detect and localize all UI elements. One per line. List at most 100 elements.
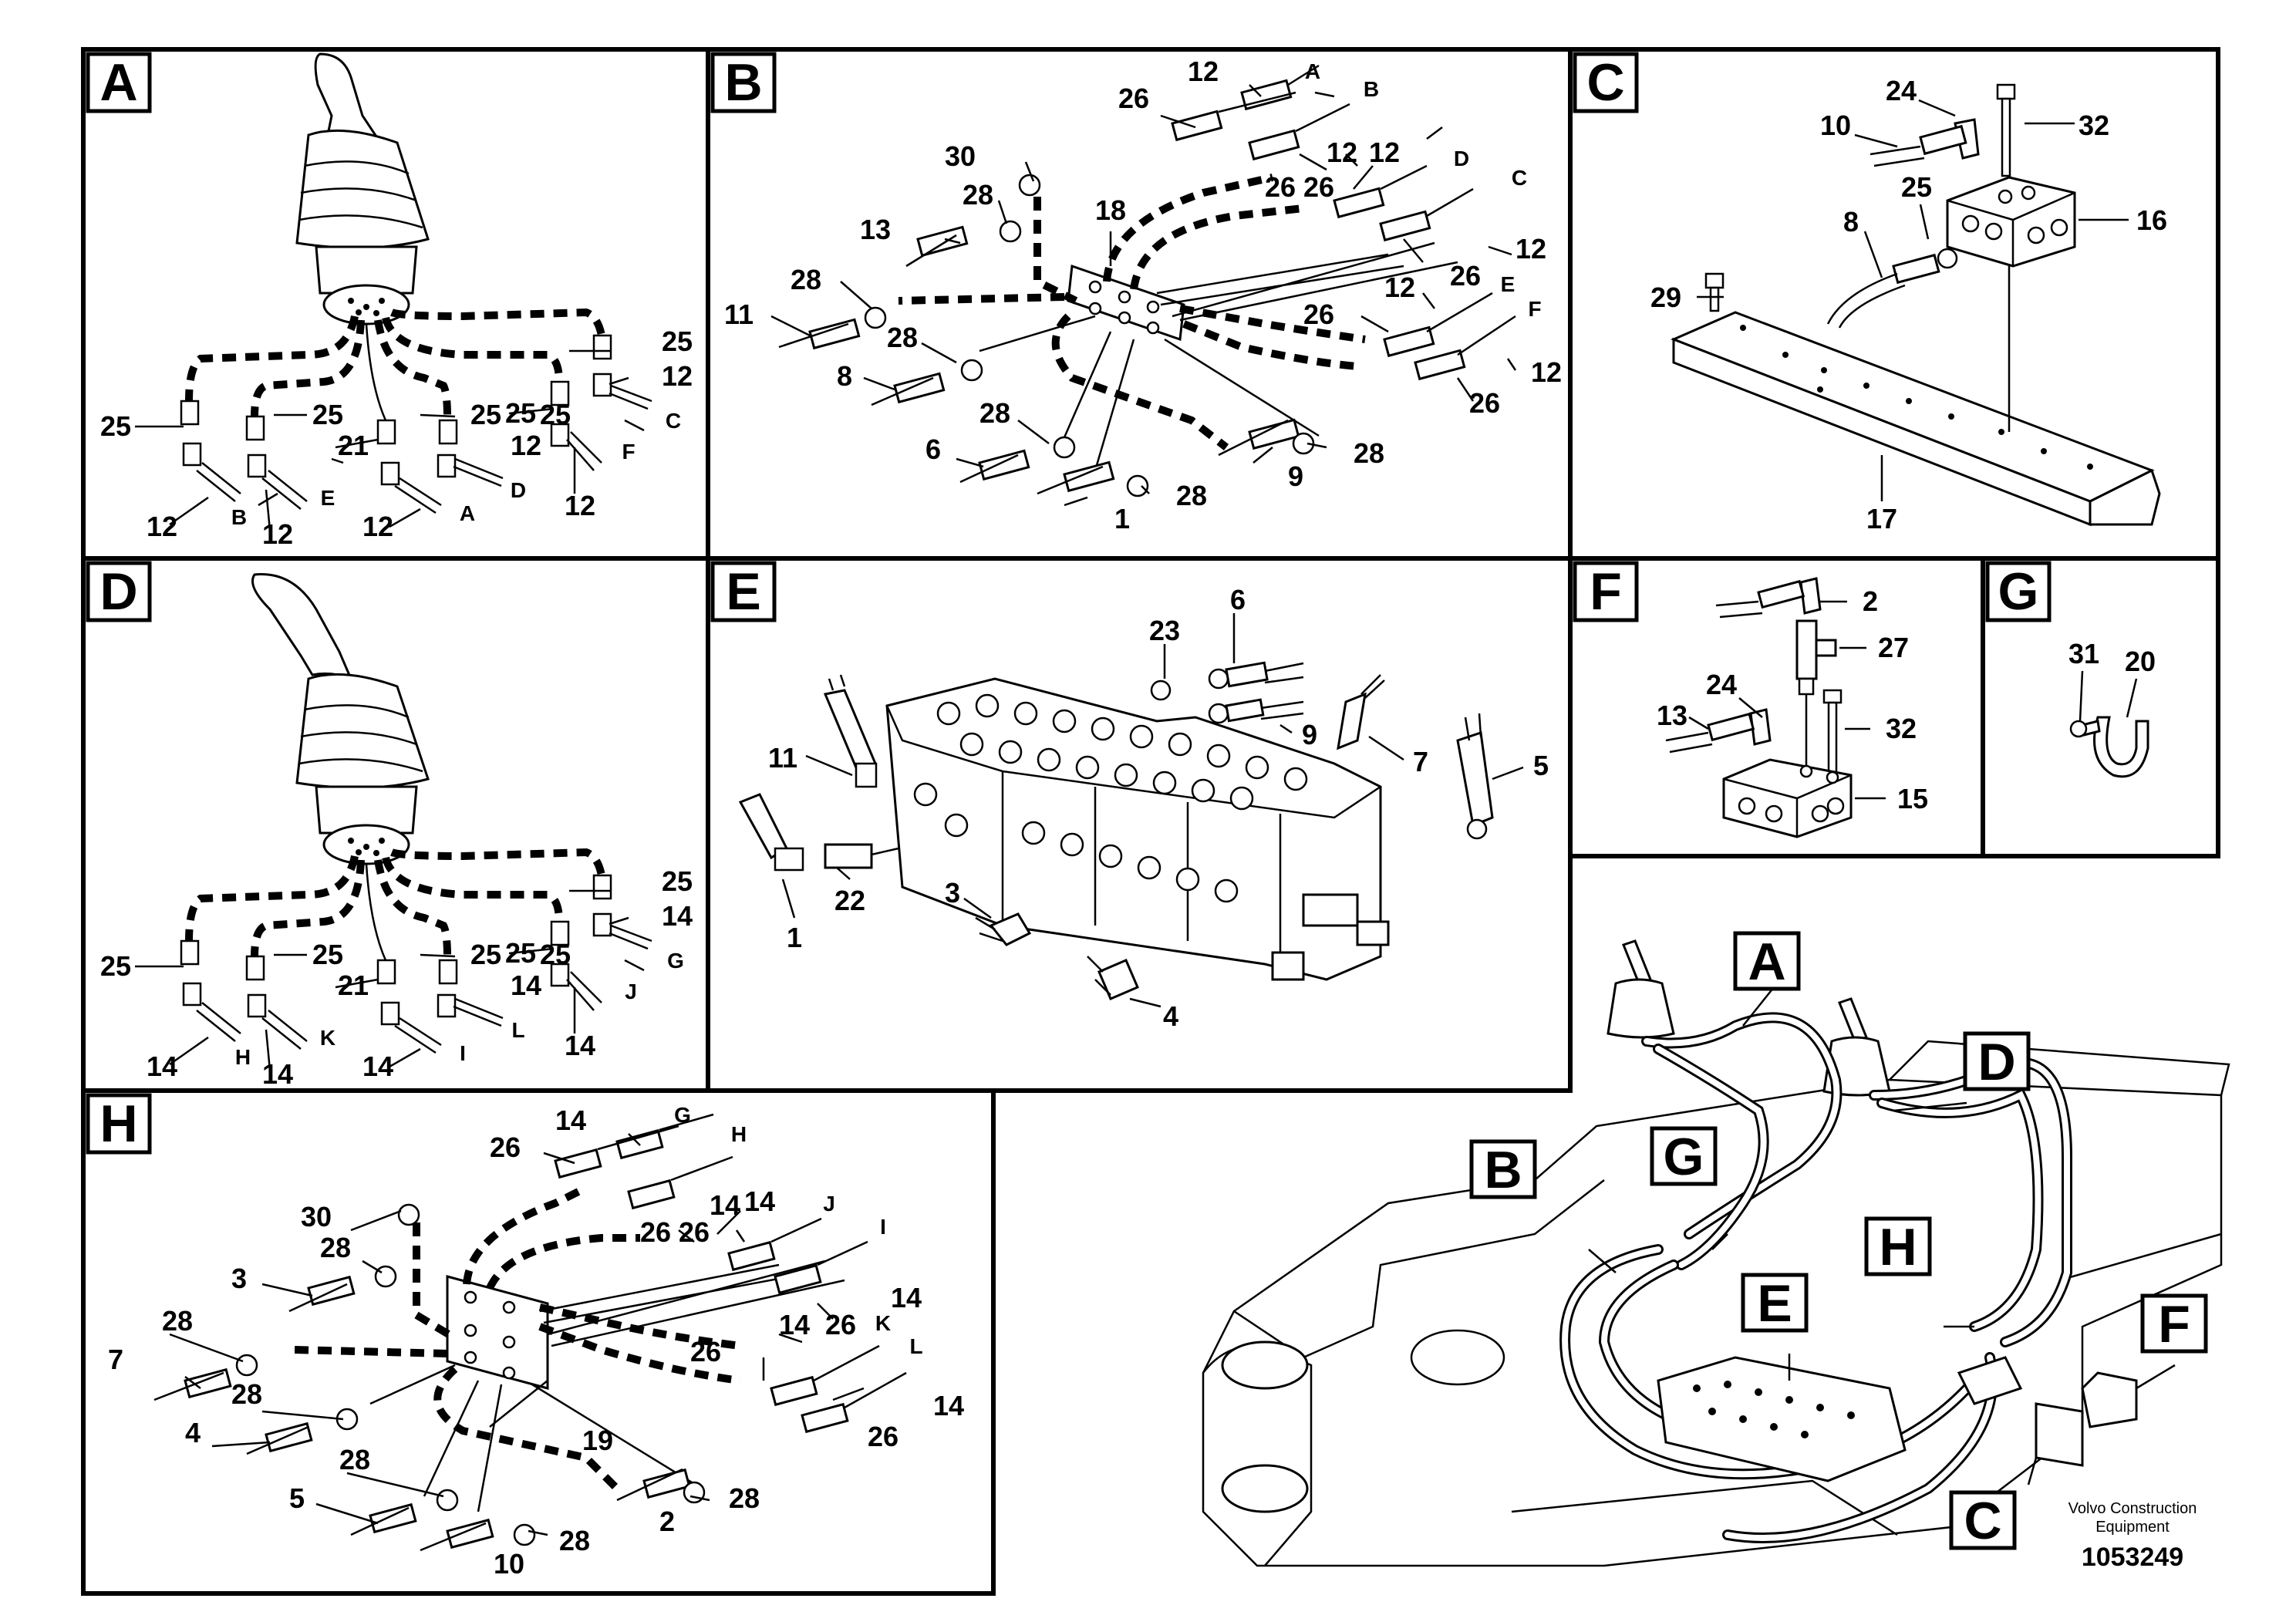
part-callout: 2 [659,1506,675,1537]
part-callout: 12 [1384,271,1415,303]
part-callout: 25 [1901,171,1932,203]
channel-bracket-17-icon [1671,311,2161,527]
part-callout: 14 [710,1189,740,1221]
detail-tag-label: H [99,1094,137,1153]
part-callout: 21 [338,430,369,461]
part-callout: 26 [1265,171,1296,203]
hose-letter-label: L [511,1018,524,1042]
part-callout: 25 [470,399,501,430]
joystick-d-icon [251,573,430,865]
part-callout: 20 [2125,646,2156,677]
hose-letter-label: D [511,478,526,502]
part-callout: 12 [1188,56,1219,87]
hose-letter-label: F [622,440,635,464]
part-callout: 28 [791,264,821,295]
hose-letter-label: I [880,1215,886,1239]
part-callout: 12 [1369,137,1400,168]
part-callout: 12 [565,490,595,521]
part-callout: 25 [540,399,571,430]
detail-tag-label: H [1879,1218,1917,1276]
part-callout: 3 [231,1263,247,1294]
hose-letter-label: H [235,1045,251,1069]
part-callout: 13 [860,214,891,245]
hose-clamp-20-icon [2093,716,2149,778]
part-callout: 28 [963,179,993,211]
part-callout: 24 [1706,669,1737,700]
detail-tag-label: B [724,53,762,112]
part-callout: 30 [945,140,976,172]
part-callout: 8 [1843,206,1859,238]
part-callout: 10 [494,1548,524,1580]
part-callout: 9 [1302,719,1317,750]
part-callout: 6 [1230,584,1246,615]
part-callout: 28 [320,1232,351,1263]
detail-tag-label: B [1484,1141,1522,1199]
part-callout: 28 [1176,480,1207,511]
part-callout: 28 [162,1305,193,1337]
part-callout: 25 [540,939,571,970]
hose-letter-label: H [731,1122,747,1146]
hose-letter-label: A [460,501,475,525]
part-callout: 25 [662,865,693,897]
part-callout: 1 [1114,503,1130,534]
hose-letter-label: E [321,486,335,510]
part-callout: 18 [1095,194,1126,226]
panel-f-tag: F [1573,561,1639,622]
hose-letter-label: C [666,409,681,433]
part-callout: 4 [1163,1000,1178,1032]
part-callout: 14 [779,1309,810,1340]
part-callout: 32 [2079,110,2109,141]
company-name-line2: Equipment [2095,1519,2170,1536]
part-callout: 30 [301,1201,332,1233]
part-callout: 26 [1450,260,1481,292]
part-callout: 3 [945,877,960,909]
hose-letter-label: A [1305,59,1320,83]
part-callout: 12 [362,511,393,542]
panel-c-drawing: 24 32 10 25 16 8 29 17 [1650,75,2167,534]
part-callout: 1 [787,922,802,953]
part-callout: 25 [312,939,343,970]
overview-tag-g: G [1650,1126,1718,1186]
part-callout: 12 [511,430,541,461]
detail-tag-label: G [1998,562,2039,621]
part-callout: 10 [1820,110,1851,141]
panel-c-tag: C [1573,52,1639,113]
part-callout: 7 [108,1344,123,1375]
part-callout: 28 [729,1482,760,1514]
part-callout: 26 [1469,387,1500,419]
part-callout: 21 [338,969,369,1001]
part-callout: 16 [2136,204,2167,236]
part-callout: 17 [1866,503,1897,534]
part-callout: 12 [1531,356,1562,388]
part-callout: 14 [262,1058,293,1090]
valve-block-16-icon [1946,176,2076,268]
control-valve-icon [885,677,1390,981]
footer: Volvo Construction Equipment 1053249 [2068,1500,2197,1572]
part-callout: 25 [100,950,131,982]
part-callout: 28 [559,1525,590,1556]
hose-letter-label: D [1454,147,1469,170]
hose-letter-label: J [625,980,637,1003]
part-callout: 29 [1650,282,1681,313]
part-callout: 23 [1149,615,1180,646]
part-callout: 14 [362,1050,393,1082]
overview-tag-a: A [1733,931,1801,991]
overview-drawing: A B G D H E F C [1202,931,2230,1567]
panel-d-tag: D [86,561,152,622]
drawing-number: 1053249 [2082,1543,2183,1572]
detail-tag-label: C [1964,1492,2001,1550]
part-callout: 28 [339,1444,370,1475]
panel-a-drawing: 25 25 25 21 25 25 25 12 12 12 12 12 12 B… [100,52,693,550]
panel-d-drawing: 25 25 25 21 25 25 25 14 14 14 14 14 14 H… [100,573,693,1090]
detail-tag-label: F [2158,1295,2190,1354]
detail-tag-label: A [1748,932,1785,991]
part-callout: 26 [868,1421,899,1452]
part-callout: 26 [1303,298,1334,330]
part-callout: 14 [147,1050,177,1082]
part-callout: 26 [490,1131,521,1163]
part-callout: 8 [837,360,852,392]
hose-letter-label: C [1512,166,1527,190]
overview-tag-b: B [1469,1139,1537,1199]
part-callout: 26 [679,1216,710,1248]
part-callout: 26 [825,1309,856,1340]
